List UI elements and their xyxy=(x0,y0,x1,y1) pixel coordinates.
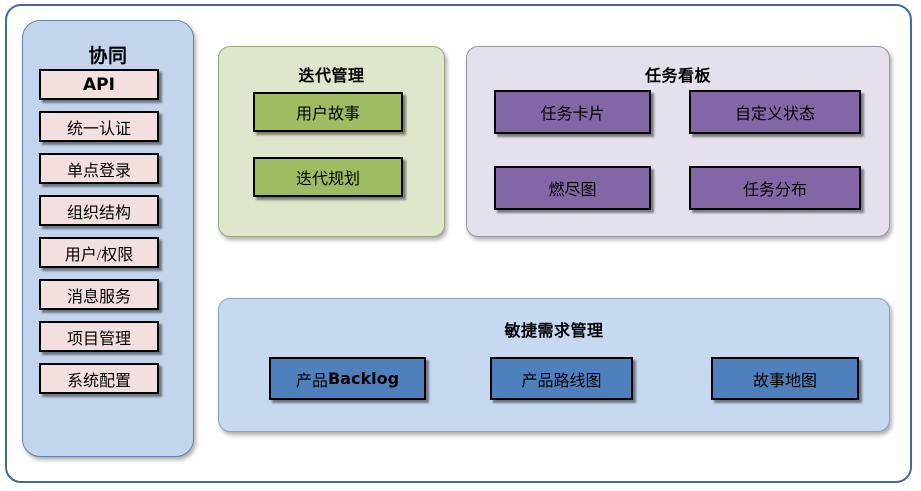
panel-iteration-management-title: 迭代管理 xyxy=(298,66,365,85)
box-story-map[interactable]: 故事地图 xyxy=(711,357,859,400)
sidebar-item-api[interactable]: API xyxy=(39,69,159,100)
panel-task-board[interactable]: 任务看板 任务卡片 自定义状态 燃尽图 任务分布 xyxy=(466,46,890,237)
box-task-distribution[interactable]: 任务分布 xyxy=(689,166,861,210)
panel-agile-requirement-management-title: 敏捷需求管理 xyxy=(504,321,604,340)
sidebar-item-org-structure[interactable]: 组织结构 xyxy=(39,195,159,226)
panel-collaboration[interactable]: 协同 API 统一认证 单点登录 组织结构 用户/权限 消息服务 项目管理 系统… xyxy=(22,20,194,457)
box-iteration-planning[interactable]: 迭代规划 xyxy=(253,157,403,197)
sidebar-item-unified-auth[interactable]: 统一认证 xyxy=(39,111,159,142)
box-product-backlog-label-latin: Backlog xyxy=(327,369,400,388)
panel-task-board-title: 任务看板 xyxy=(644,66,711,85)
box-user-story[interactable]: 用户故事 xyxy=(253,92,403,132)
sidebar-item-user-permission[interactable]: 用户/权限 xyxy=(39,237,159,268)
box-task-card[interactable]: 任务卡片 xyxy=(494,90,651,134)
outer-frame xyxy=(5,4,912,483)
panel-iteration-management[interactable]: 迭代管理 用户故事 迭代规划 xyxy=(218,46,445,237)
panel-collaboration-title: 协同 xyxy=(88,45,128,67)
box-product-backlog-label-cn: 产品 xyxy=(295,372,328,390)
sidebar-item-sso[interactable]: 单点登录 xyxy=(39,153,159,184)
box-custom-status[interactable]: 自定义状态 xyxy=(689,90,861,134)
sidebar-item-system-config[interactable]: 系统配置 xyxy=(39,363,159,394)
sidebar-item-message-service[interactable]: 消息服务 xyxy=(39,279,159,310)
box-product-roadmap[interactable]: 产品路线图 xyxy=(490,357,633,400)
box-burndown-chart[interactable]: 燃尽图 xyxy=(494,166,651,210)
sidebar-item-project-management[interactable]: 项目管理 xyxy=(39,321,159,352)
